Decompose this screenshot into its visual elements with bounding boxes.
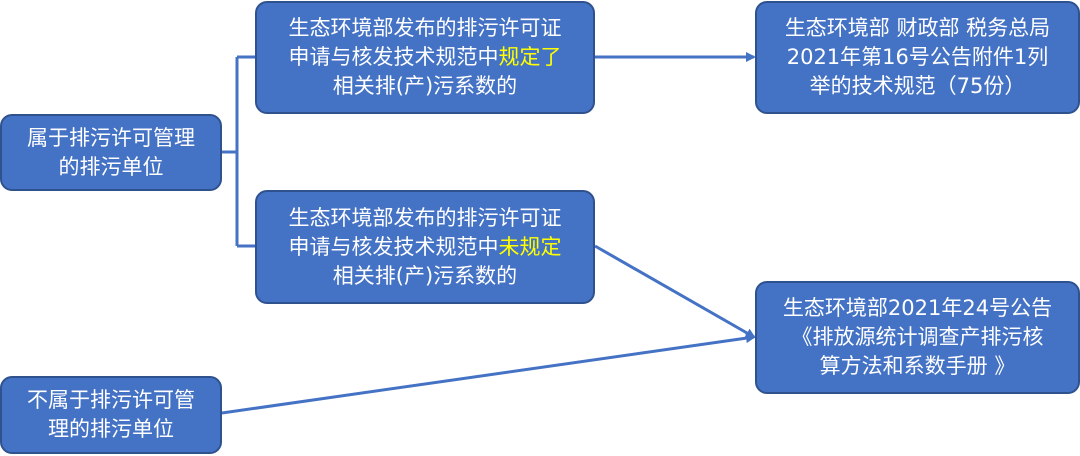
node-spec-defined-line1: 生态环境部发布的排污许可证: [288, 16, 562, 40]
node-permit-units-line2: 的排污单位: [58, 154, 164, 179]
node-non-permit-units-line1: 不属于排污许可管: [27, 388, 195, 412]
node-announcement-24: 生态环境部2021年24号公告 《排放源统计调查产排污核 算方法和系数手册 》: [755, 281, 1080, 394]
node-spec-defined-line2: 申请与核发技术规范中规定了: [289, 43, 562, 72]
arrow-undefined-to-announcement-24: [594, 244, 756, 339]
branch-connector: [222, 55, 256, 248]
node-permit-units-line1: 属于排污许可管理: [27, 125, 195, 150]
node-spec-undefined: 生态环境部发布的排污许可证 申请与核发技术规范中未规定 相关排(产)污系数的: [255, 190, 595, 304]
node-announcement-24-line1: 生态环境部2021年24号公告: [782, 296, 1053, 320]
node-announcement-24-line3: 算方法和系数手册 》: [819, 354, 1016, 378]
node-spec-defined: 生态环境部发布的排污许可证 申请与核发技术规范中规定了 相关排(产)污系数的: [255, 1, 595, 114]
node-spec-undefined-line2-text: 申请与核发技术规范中: [288, 234, 499, 259]
node-announcement-16-line2: 2021年第16号公告附件1列: [786, 45, 1049, 69]
arrow-nonpermit-to-announcement-24: [221, 333, 756, 415]
node-spec-defined-line2-text: 申请与核发技术规范中: [288, 45, 499, 69]
node-permit-units: 属于排污许可管理 的排污单位: [0, 114, 222, 191]
node-announcement-16-line3: 举的技术规范（75份）: [809, 74, 1026, 98]
node-spec-undefined-line1: 生态环境部发布的排污许可证: [288, 205, 562, 230]
node-announcement-24-line2: 《排放源统计调查产排污核: [791, 325, 1044, 349]
node-non-permit-units-line2: 理的排污单位: [48, 417, 174, 441]
node-spec-undefined-highlight: 未规定: [498, 234, 562, 259]
node-spec-defined-highlight: 规定了: [498, 45, 562, 69]
node-announcement-16-line1: 生态环境部 财政部 税务总局: [784, 16, 1051, 40]
node-announcement-16: 生态环境部 财政部 税务总局 2021年第16号公告附件1列 举的技术规范（75…: [755, 1, 1080, 114]
node-spec-undefined-line2: 申请与核发技术规范中未规定: [289, 233, 562, 262]
node-non-permit-units: 不属于排污许可管 理的排污单位: [0, 376, 222, 454]
node-spec-defined-line3: 相关排(产)污系数的: [332, 74, 518, 98]
node-spec-undefined-line3: 相关排(产)污系数的: [332, 263, 518, 288]
